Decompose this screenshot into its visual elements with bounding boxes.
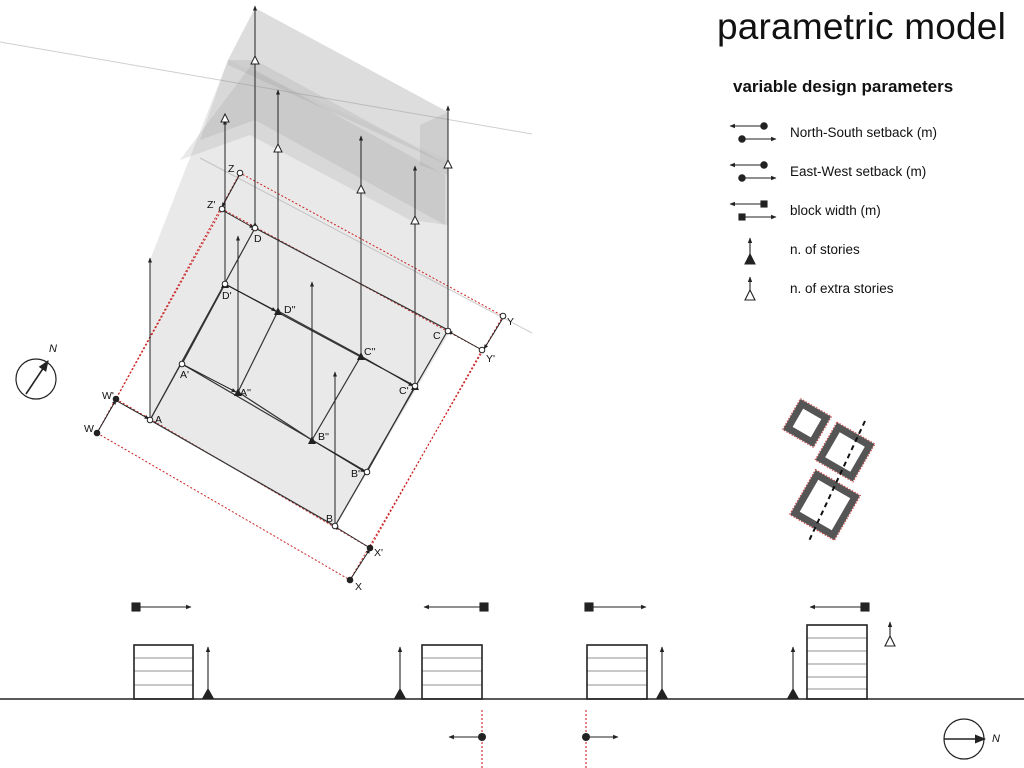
point-label-w1: W' — [102, 390, 114, 402]
point-label-d: D — [254, 233, 262, 245]
plan-point-labels: A A' A'' B B' B'' C C' C'' D D' D'' W W'… — [84, 163, 514, 593]
plan-north-label: N — [49, 343, 57, 355]
story-arrows — [148, 5, 450, 524]
section-setback-markers — [448, 710, 619, 768]
building-volume — [150, 8, 448, 528]
point-label-c: C — [433, 330, 441, 342]
legend-label-east-west-setback: East-West setback (m) — [790, 164, 927, 179]
point-label-b1: B' — [351, 468, 360, 480]
extra-stories-icon — [744, 276, 756, 301]
point-label-b2: B'' — [318, 431, 329, 443]
section-building-2 — [421, 644, 483, 700]
north-south-setback-icon — [729, 122, 777, 143]
page-title: parametric model — [716, 6, 1006, 47]
point-label-y: Y — [507, 316, 514, 328]
section-building-1 — [133, 644, 194, 700]
point-label-c1: C' — [399, 385, 409, 397]
point-label-c2: C'' — [364, 346, 376, 358]
section-story-arrows — [202, 621, 896, 699]
plan-point-circles — [93, 169, 507, 584]
section-north-arrow: N — [943, 718, 1000, 760]
plan-north-arrow: N — [15, 343, 57, 400]
point-label-x1: X' — [374, 547, 383, 559]
section-north-label: N — [992, 733, 1000, 745]
point-label-d1: D' — [222, 290, 232, 302]
point-label-a1: A' — [180, 369, 189, 381]
point-label-a2: A'' — [240, 387, 251, 399]
section-building-4 — [806, 624, 868, 700]
section-buildings — [133, 624, 868, 700]
legend-label-stories: n. of stories — [790, 242, 860, 257]
east-west-setback-icon — [729, 161, 777, 182]
legend-title: variable design parameters — [733, 77, 954, 96]
point-label-z1: Z' — [207, 199, 215, 211]
point-label-y1: Y' — [486, 353, 495, 365]
section-width-arrows — [131, 602, 870, 612]
legend-label-block-width: block width (m) — [790, 203, 881, 218]
point-label-z: Z — [228, 163, 235, 175]
point-label-w: W — [84, 423, 94, 435]
point-label-a: A — [155, 414, 162, 426]
block-width-icon — [729, 200, 777, 221]
volume-stripes — [200, 60, 448, 225]
stories-icon — [744, 237, 756, 265]
site-context-map — [781, 397, 876, 544]
legend-label-extra-stories: n. of extra stories — [790, 281, 894, 296]
section-building-3 — [586, 644, 648, 700]
point-label-b: B — [326, 513, 333, 525]
legend-label-north-south-setback: North-South setback (m) — [790, 125, 938, 140]
extra-story-markers — [220, 54, 453, 225]
point-label-d2: D'' — [284, 304, 296, 316]
point-label-x: X — [355, 581, 362, 593]
